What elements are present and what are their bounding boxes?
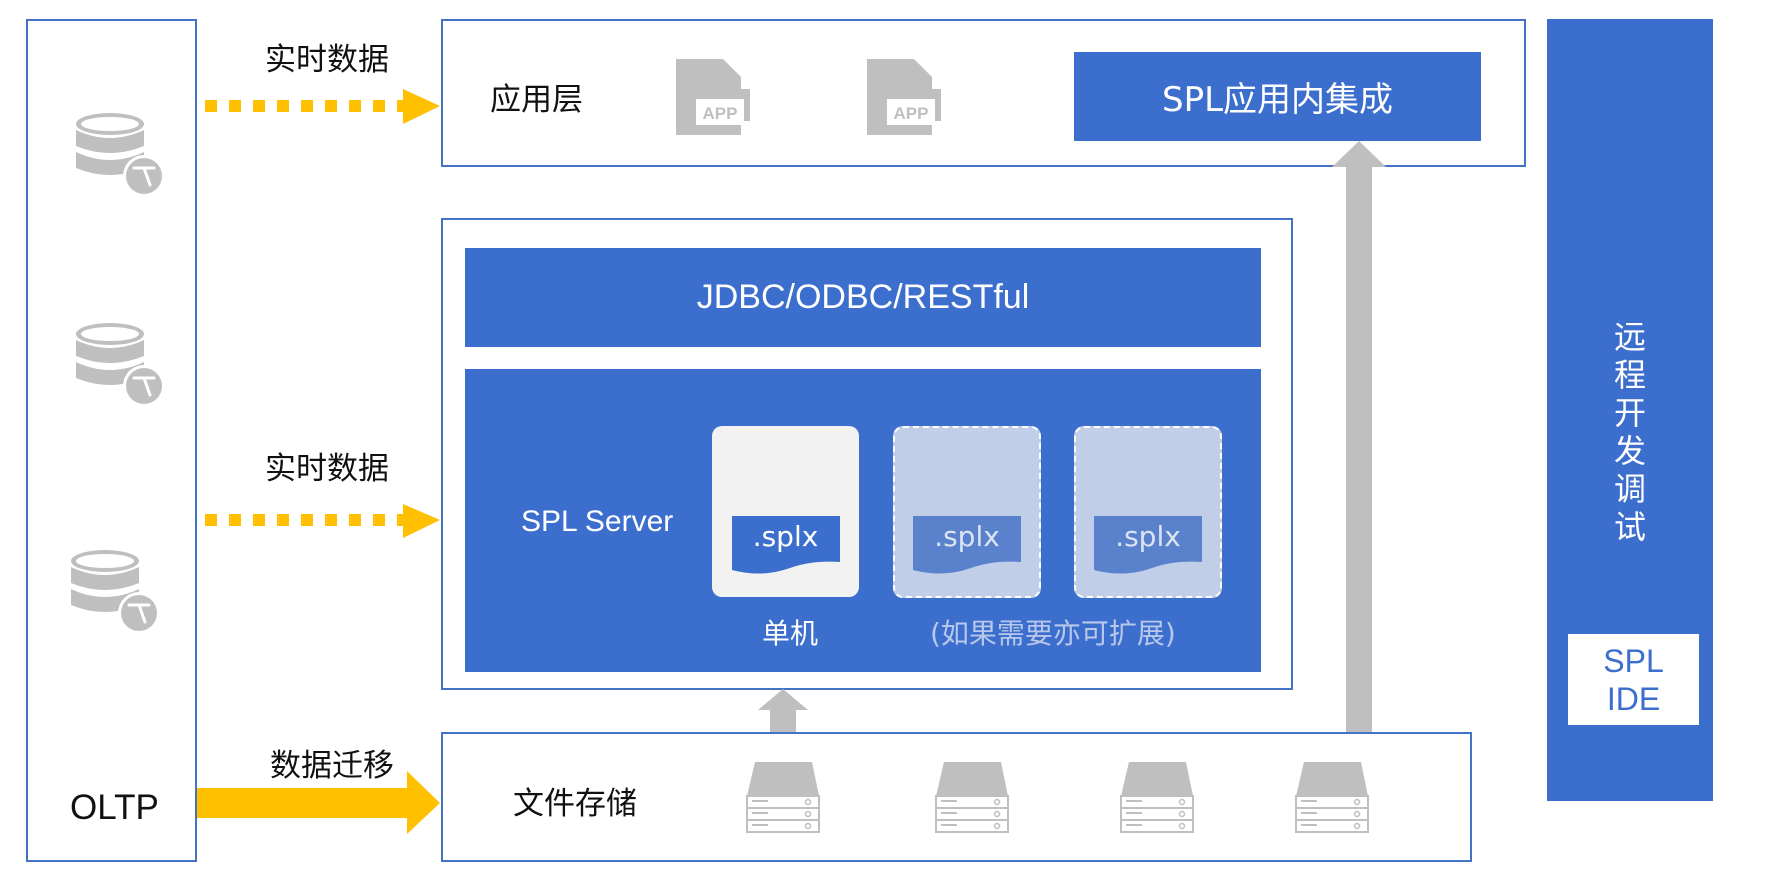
app-file-icon: APP — [676, 59, 754, 135]
app-file-icon: APP — [867, 59, 945, 135]
spl-ide-box: SPL IDE — [1568, 634, 1699, 725]
storage-server-icon — [1120, 762, 1194, 834]
database-icon — [74, 112, 169, 197]
vertical-char: 调 — [1613, 470, 1646, 508]
splx-file-icon: .splx — [1094, 516, 1202, 576]
splx-node-active: .splx — [712, 426, 859, 597]
single-node-caption: 单机 — [762, 617, 819, 650]
remote-dev-title: 远 程 开 发 调 试 — [1610, 318, 1650, 546]
vertical-char: 远 — [1613, 318, 1646, 356]
vertical-char: 发 — [1613, 432, 1646, 470]
database-icon — [69, 549, 164, 634]
up-arrow-to-app — [1331, 141, 1387, 733]
up-arrow-to-server — [756, 689, 810, 733]
spl-integration-box: SPL应用内集成 — [1074, 52, 1481, 141]
dotted-arrow-top — [205, 88, 445, 126]
app-icon-label: APP — [703, 104, 738, 123]
splx-file-label: .splx — [1115, 520, 1181, 553]
migration-arrow — [197, 771, 443, 835]
realtime-data-label-middle: 实时数据 — [265, 451, 389, 487]
splx-file-label: .splx — [934, 520, 1000, 553]
dotted-arrow-middle — [205, 504, 445, 542]
storage-server-icon — [935, 762, 1009, 834]
vertical-char: 试 — [1613, 508, 1646, 546]
vertical-char: 开 — [1613, 394, 1646, 432]
interface-bar: JDBC/ODBC/RESTful — [465, 248, 1261, 347]
splx-node-optional: .splx — [893, 426, 1041, 598]
splx-file-icon: .splx — [913, 516, 1021, 576]
spl-server-label: SPL Server — [521, 505, 674, 538]
storage-server-icon — [746, 762, 820, 834]
realtime-data-label-top: 实时数据 — [265, 42, 389, 78]
splx-node-optional: .splx — [1074, 426, 1222, 598]
spl-integration-label: SPL应用内集成 — [1161, 80, 1394, 120]
storage-server-icon — [1295, 762, 1369, 834]
oltp-label: OLTP — [70, 788, 159, 827]
app-icon-label: APP — [894, 104, 929, 123]
splx-file-label: .splx — [752, 520, 819, 553]
vertical-char: 程 — [1613, 356, 1646, 394]
spl-ide-line2: IDE — [1606, 680, 1661, 717]
database-icon — [74, 322, 169, 407]
spl-ide-line1: SPL — [1603, 642, 1664, 679]
app-layer-title: 应用层 — [490, 82, 583, 118]
splx-file-icon: .splx — [731, 516, 840, 576]
storage-title: 文件存储 — [513, 786, 637, 822]
data-migration-label: 数据迁移 — [270, 748, 394, 784]
oltp-panel — [26, 19, 197, 862]
interface-label: JDBC/ODBC/RESTful — [696, 278, 1030, 316]
expand-caption: (如果需要亦可扩展) — [930, 617, 1176, 650]
